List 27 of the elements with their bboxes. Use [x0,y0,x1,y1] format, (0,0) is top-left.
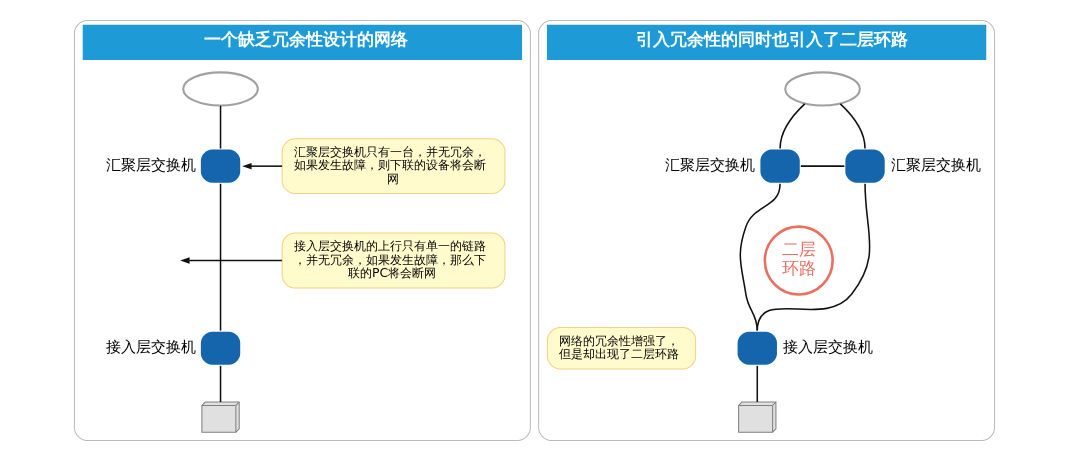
node-cloud [181,71,259,107]
connector [756,365,758,403]
connector [756,183,870,332]
node-circle: 二层环路 [763,225,834,296]
node-box [759,149,800,183]
arrow [241,162,283,170]
connector [778,103,806,150]
node-label: 接入层交换机 [105,339,196,356]
node-box [200,149,240,183]
node-box [844,149,885,183]
connector [739,183,781,332]
node-label: 汇聚层交换机 [664,156,755,173]
node-box [200,331,240,365]
connector [219,105,221,150]
connector [839,103,866,150]
node-label: 汇聚层交换机 [890,156,981,173]
node-box: 接入层交换机的上行只有单一的链路，并无冗余，如果发生故障，那么下联的PC将会断网 [281,232,505,289]
node-box: 网络的冗余性增强了，但是却出现了二层环路 [546,326,696,370]
node-label: 接入层交换机 [782,339,873,356]
node-box [737,331,777,365]
arrow [179,257,283,264]
node-label: 汇聚层交换机 [105,156,196,173]
node-cloud [783,71,861,107]
node-box: 汇聚层交换机只有一台，并无冗余，如果发生故障，则下联的设备将会断网 [281,138,505,195]
connector [219,183,221,332]
connector [219,365,221,403]
connector [799,165,845,167]
